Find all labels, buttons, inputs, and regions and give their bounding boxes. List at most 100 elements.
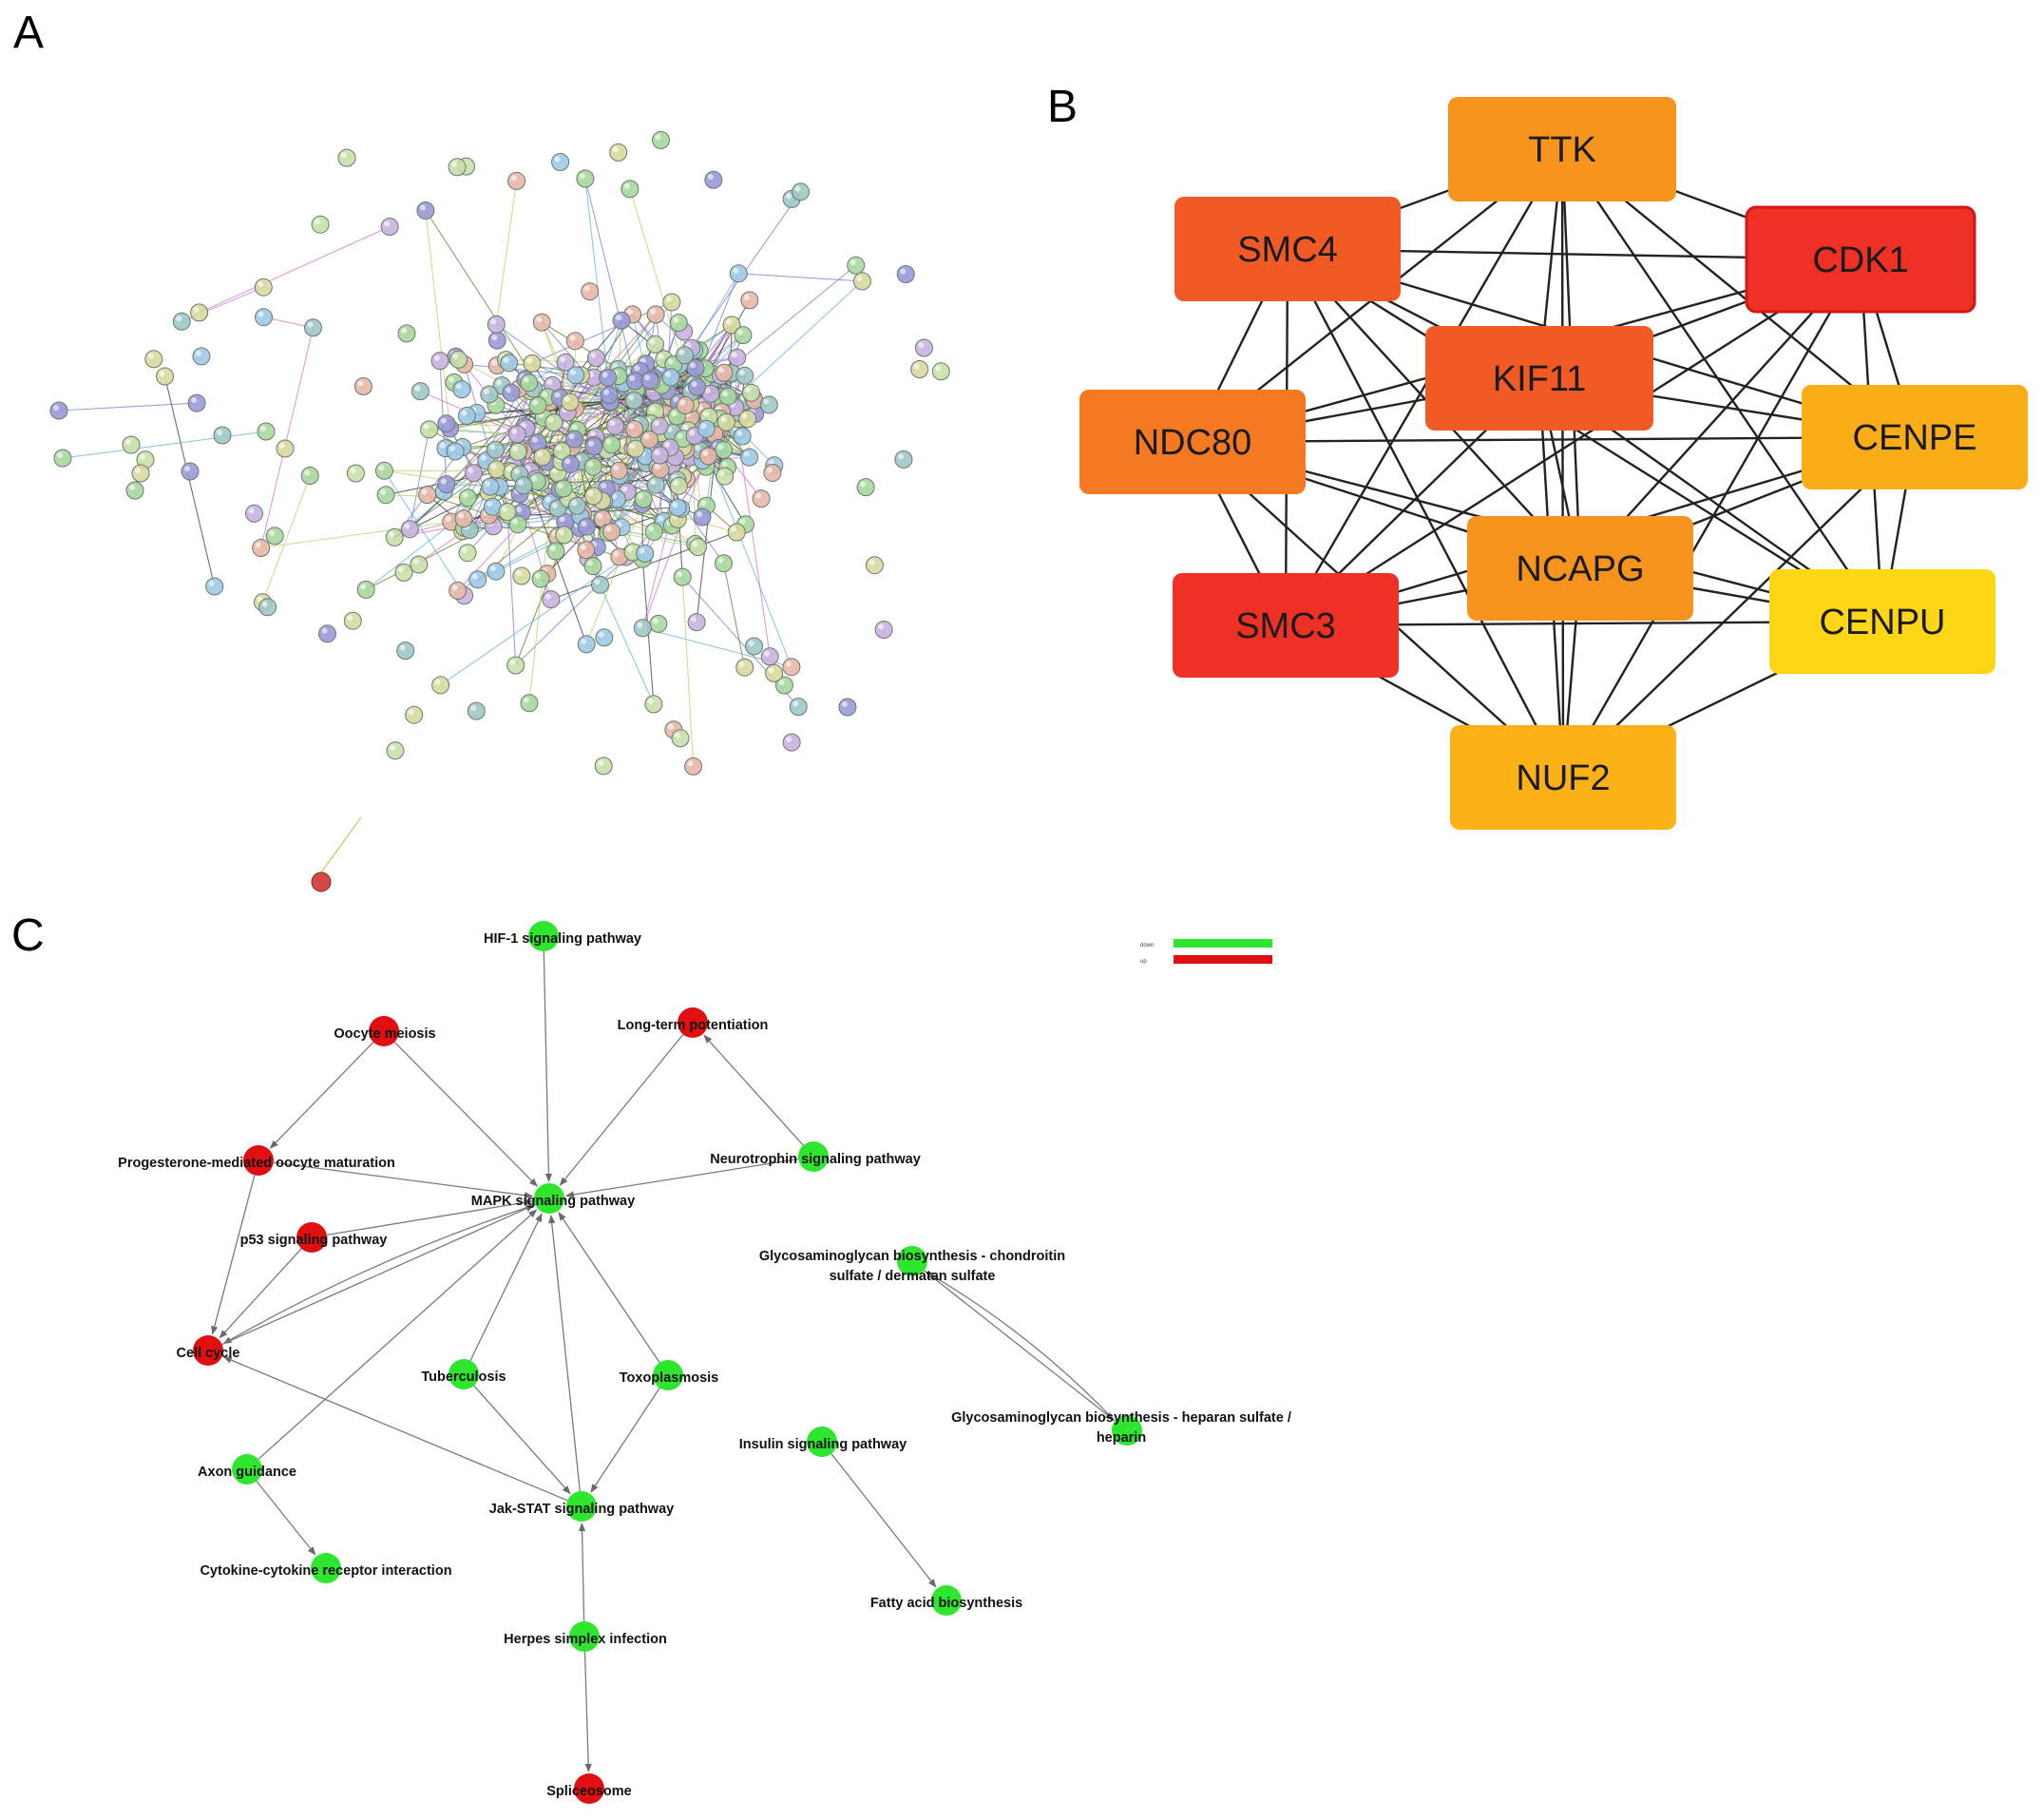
string-node: [669, 314, 688, 333]
hub-node-box: [1769, 569, 1995, 674]
string-node: [735, 658, 754, 677]
string-node: [356, 580, 375, 599]
string-node: [740, 291, 759, 310]
string-node: [894, 450, 913, 469]
string-node: [520, 694, 539, 713]
pathway-node-p53: p53 signaling pathway: [240, 1222, 387, 1253]
string-node-highlight: [140, 453, 145, 460]
string-node-highlight: [601, 372, 608, 378]
string-node: [584, 437, 603, 456]
string-edge: [585, 504, 643, 645]
pathway-node-circle: [897, 1246, 927, 1276]
string-node: [577, 635, 596, 654]
string-node-highlight: [350, 468, 356, 473]
string-node-highlight: [408, 709, 414, 716]
string-node-highlight: [191, 397, 198, 404]
string-node-highlight: [677, 571, 683, 578]
string-node-highlight: [491, 359, 498, 366]
string-node-highlight: [731, 352, 737, 358]
string-node: [565, 332, 584, 351]
string-node-highlight: [679, 399, 686, 406]
pathway-node-circle: [193, 1335, 223, 1366]
string-node-highlight: [738, 370, 745, 376]
string-edge: [495, 181, 518, 325]
string-node-highlight: [489, 565, 496, 572]
string-node: [555, 526, 574, 545]
string-node-highlight: [913, 363, 920, 370]
string-node-highlight: [451, 161, 458, 167]
pathway-node-circle: [931, 1585, 962, 1616]
string-edge: [320, 816, 362, 873]
string-node-highlight: [449, 446, 456, 451]
string-node-highlight: [638, 493, 644, 500]
hub-node-ncapg: NCAPG: [1467, 516, 1693, 621]
string-node-highlight: [516, 507, 523, 513]
pathway-node-prog: Progesterone-mediated oocyte maturation: [118, 1145, 395, 1176]
string-node-highlight: [673, 480, 679, 487]
string-node: [782, 733, 801, 752]
string-node-highlight: [135, 468, 141, 473]
string-node: [566, 366, 585, 385]
string-node-highlight: [125, 439, 131, 445]
string-edge: [260, 521, 451, 549]
string-node-highlight: [629, 443, 636, 450]
string-node: [255, 308, 273, 327]
string-node-highlight: [717, 367, 724, 374]
string-node: [276, 439, 295, 458]
hub-node-box: [1467, 516, 1693, 621]
pathway-node-label: Long-term potentiation: [618, 1018, 769, 1033]
string-node-highlight: [634, 365, 640, 372]
string-node-highlight: [687, 760, 694, 767]
string-node-highlight: [434, 679, 441, 685]
string-node-highlight: [544, 593, 551, 600]
string-node-highlight: [564, 396, 570, 403]
string-node-highlight: [462, 546, 468, 553]
string-node: [411, 382, 430, 401]
pathway-node-circle: [807, 1427, 837, 1457]
string-node: [487, 460, 506, 479]
string-node-highlight: [613, 465, 620, 471]
pathway-node-toxo: Toxoplasmosis: [620, 1360, 718, 1390]
string-node: [586, 349, 605, 368]
string-node: [621, 180, 640, 199]
string-node: [561, 454, 580, 473]
hub-node-label: CENPE: [1853, 418, 1977, 458]
string-node-highlight: [707, 174, 714, 181]
string-node-highlight: [558, 528, 564, 535]
string-node: [577, 541, 596, 560]
string-node-highlight: [549, 545, 556, 551]
string-node: [258, 598, 277, 617]
string-node-highlight: [897, 453, 904, 460]
string-node-highlight: [587, 560, 593, 566]
string-node-highlight: [598, 631, 604, 638]
pathway-edge: [558, 1212, 660, 1364]
string-node: [669, 476, 688, 495]
string-node-highlight: [736, 431, 743, 436]
pathway-node-circle: [296, 1222, 327, 1253]
pathway-node-label: Oocyte meiosis: [334, 1026, 435, 1042]
pathway-node-label-line: sulfate / dermatan sulfate: [830, 1269, 996, 1284]
string-node-highlight: [380, 489, 387, 495]
pathway-edge: [703, 1034, 804, 1146]
string-node-highlight: [536, 450, 543, 457]
string-node: [245, 504, 263, 523]
string-node-highlight: [461, 410, 468, 416]
string-node: [190, 303, 209, 322]
string-node-highlight: [856, 275, 863, 281]
string-node-highlight: [841, 701, 848, 707]
string-node-highlight: [569, 335, 576, 341]
string-node-highlight: [671, 411, 678, 416]
string-node: [716, 467, 735, 486]
pathway-node-label: HIF-1 signaling pathway: [484, 931, 641, 947]
string-node: [644, 522, 663, 541]
string-node-highlight: [626, 308, 633, 315]
string-node: [646, 335, 664, 354]
string-node-highlight: [590, 352, 597, 358]
string-node-highlight: [650, 479, 657, 486]
string-node: [602, 435, 621, 454]
string-node-highlight: [736, 329, 743, 335]
string-node: [430, 352, 449, 371]
string-node-highlight: [654, 450, 660, 455]
hub-node-ndc80: NDC80: [1079, 390, 1306, 494]
